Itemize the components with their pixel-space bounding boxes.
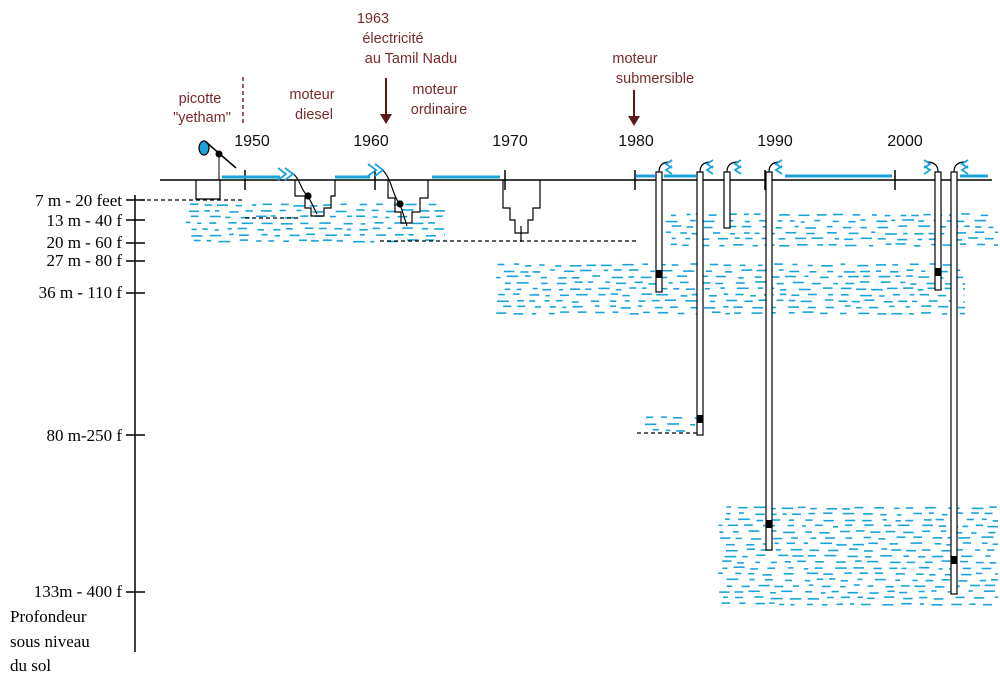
electricity-label: 1963 électricité au Tamil Nadu xyxy=(357,11,457,67)
axis-label-line-3: du sol xyxy=(10,656,51,675)
ordinary-well-1970 xyxy=(502,180,541,234)
borewell-2004 xyxy=(950,171,958,595)
irrigation-channels xyxy=(222,174,988,179)
bore-wells xyxy=(655,171,958,595)
year-1980: 1980 xyxy=(618,133,654,150)
depth-label-7m: 7 m - 20 feet xyxy=(35,191,122,210)
depth-label-133m: 133m - 400 f xyxy=(34,582,123,601)
depth-label-27m: 27 m - 80 f xyxy=(46,251,122,270)
year-1960: 1960 xyxy=(353,133,389,150)
picotte-label: picotte "yetham" xyxy=(173,91,231,126)
open-wells xyxy=(195,180,541,234)
water-bucket-icon xyxy=(198,140,210,156)
submersible-label: moteur submersible xyxy=(612,51,694,87)
picotte-lever xyxy=(198,140,237,180)
depth-label-13m: 13 m - 40 f xyxy=(46,211,122,230)
depth-label-80m: 80 m-250 f xyxy=(46,426,122,445)
pump-pipes xyxy=(289,167,522,242)
ordinary-motor-label: moteur ordinaire xyxy=(411,82,467,118)
diesel-label: moteur diesel xyxy=(289,87,338,123)
water-outflow-icons xyxy=(277,159,969,181)
depth-ticks xyxy=(126,199,145,593)
submersible-pumps xyxy=(656,268,957,564)
borewell-1985 xyxy=(696,171,704,436)
decade-ticks xyxy=(244,170,896,190)
picotte-well xyxy=(195,180,221,200)
year-1990: 1990 xyxy=(757,133,793,150)
water-table-lines xyxy=(140,199,697,434)
submersible-arrow xyxy=(628,90,640,126)
axis-label-line-2: sous niveau xyxy=(10,632,90,651)
groundwater-layers xyxy=(185,203,998,606)
axis-label-line-1: Profondeur xyxy=(10,607,87,626)
electricity-arrow xyxy=(380,78,392,124)
year-2000: 2000 xyxy=(887,133,923,150)
diesel-well xyxy=(294,180,336,217)
year-1970: 1970 xyxy=(492,133,528,150)
depth-label-20m: 20 m - 60 f xyxy=(46,233,122,252)
year-1950: 1950 xyxy=(234,133,270,150)
borewell-1987 xyxy=(723,171,731,229)
borewell-1990 xyxy=(765,171,773,551)
depth-label-36m: 36 m - 110 f xyxy=(39,283,123,302)
borewell-pipe-heads xyxy=(658,161,966,173)
